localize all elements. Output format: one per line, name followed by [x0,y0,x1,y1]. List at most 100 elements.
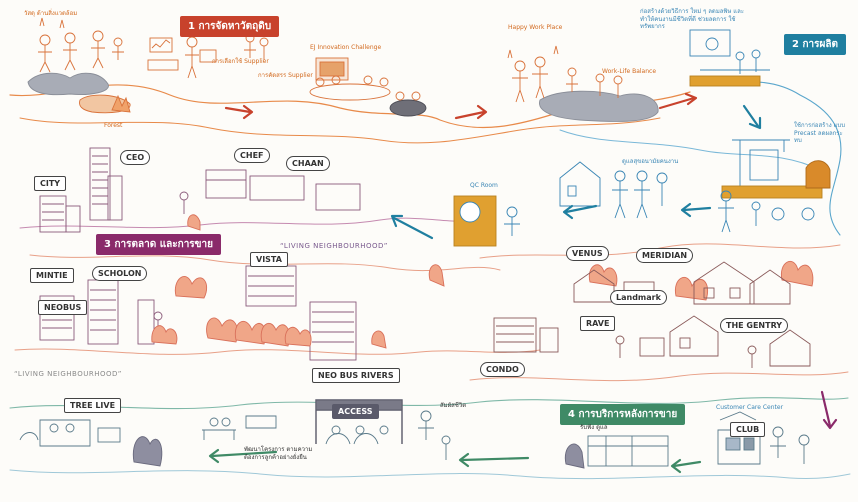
tree [780,260,814,287]
annotation-supplier: การเลือกใช้ Supplier [212,58,269,65]
flow-path-marketing [19,217,481,229]
house-sketch [669,315,719,357]
annotation-sustainable: การคัดสรร Supplier [258,72,313,79]
stage-label-production: 2 การผลิต [784,34,846,55]
sign-mintie: MINTIE [30,268,74,283]
annotation-living-neighbourhood-upper: “LIVING NEIGHBOURHOOD” [280,242,388,250]
stage-label-text: 4 การบริการหลังการขาย [568,409,678,420]
arrow-sourcing-1-head [242,104,254,120]
arrow-sourcing-1 [224,106,252,114]
annotation-happy-work-place: Happy Work Place [508,24,563,31]
sign-meridian: MERIDIAN [636,248,694,263]
ground-blob [539,90,659,122]
arrow-aftersales-left-head [670,458,682,474]
sign-venus: VENUS [566,246,609,261]
sign-ceo: CEO [120,150,151,165]
sign-city: CITY [34,176,67,191]
arrow-bottom-left-2 [210,450,278,458]
house-sketch [693,261,755,305]
tree [132,436,163,467]
arrow-to-production [658,96,696,110]
arrow-production-down-head [748,116,762,130]
annotation-sourcing-top: วัสดุ ด้านสิ่งแวดล้อม [24,10,78,17]
tree [151,325,178,345]
flow-path-production [689,79,842,236]
tower [107,175,123,221]
ground-blob [27,72,109,96]
tower [65,205,81,233]
flow-path-aftersales-2 [9,469,851,480]
tree [564,443,585,469]
stage-label-text: 3 การตลาด และการขาย [104,239,213,250]
sign-chaan: CHAAN [286,156,330,171]
tower [89,147,111,221]
sign-rave: RAVE [580,316,616,331]
tree [174,276,208,299]
sign-landmark: Landmark [610,290,667,305]
stage-label-marketing: 3 การตลาด และการขาย [96,234,221,255]
sign-scholon: SCHOLON [92,266,148,281]
sign-chef: CHEF [234,148,270,163]
sign-condo: CONDO [480,362,525,377]
tree [206,317,238,343]
annotation-bottom-left: สัมผัสชีวิต [440,402,467,409]
annotation-production: ก่อสร้างด้วยวิธีการ ใหม่ ๆ ลดมลพิษ และ ท… [640,8,745,30]
tree [371,330,387,349]
flow-path-marketing-3 [14,348,541,355]
annotation-production-side: ใช้การก่อสร้าง แบบ Precast ลดผลกระทบ [794,122,846,144]
arrow-to-aftersales [820,390,832,428]
annotation-ej-challenge: EJ Innovation Challenge [310,44,382,51]
annotation-qc: ดูแลสุขอนามัยคนงาน [622,158,679,165]
annotation-after-sales-bottom: พัฒนาโครงการ ตามความต้องการลูกค้าอย่างยั… [244,446,313,461]
arrow-bottom-left-1 [460,456,530,462]
stage2-scene [453,29,831,247]
annotation-after-sales-note: รับฟัง ดูแล [580,424,608,431]
house-sketch [559,161,601,207]
arrow-to-aftersales-head [822,418,838,430]
foundation-slab [721,185,823,199]
residential-scene [493,261,811,368]
sign-gate: ACCESS [332,404,379,419]
flow-path-aftersales [9,397,849,410]
flow-arrows [208,92,838,474]
arrow-aftersales-left [672,460,702,468]
arrow-qc-left [564,204,598,214]
crane [732,139,790,190]
stage1-scene [27,17,427,117]
stage4-scene [19,399,810,469]
house-sketch [749,269,791,305]
fire-sketch [111,94,131,113]
tree [674,276,708,301]
stage-label-text: 2 การผลิต [792,39,838,50]
stage-label-aftersales: 4 การบริการหลังการขาย [560,404,686,425]
arrow-bottom-left-1-head [458,452,470,468]
happy-work-place-scene [507,45,659,122]
annotation-qc-room: QC Room [470,182,498,189]
arrow-to-marketing-head [390,214,404,228]
tower [39,295,75,341]
arrow-to-marketing [392,216,434,240]
flow-path-mid-right-2 [469,371,849,382]
sign-the-gentry: THE GENTRY [720,318,789,333]
arrow-sourcing-2 [454,110,486,120]
arrow-production-left [682,206,712,212]
arrow-sourcing-2-head [476,104,488,120]
sign-neobus-rivers: NEO BUS RIVERS [312,368,400,383]
tree [187,214,201,231]
flow-path-production-2 [559,129,821,171]
stage-label-text: 1 การจัดหาวัตถุดิบ [188,21,272,32]
annotation-work-life-balance: Work-Life Balance [602,68,657,75]
house-sketch [769,329,811,367]
stage-label-sourcing: 1 การจัดหาวัตถุดิบ [180,16,280,37]
sign-tree-live: TREE LIVE [64,398,122,413]
arrow-production-left-head [680,202,692,218]
flow-path-sourcing-2 [19,117,661,144]
arrow-qc-left-head [562,204,574,220]
annotation-after-sales-title: Customer Care Center [716,404,784,411]
arrow-production-down [742,104,760,128]
sign-vista: VISTA [250,252,288,267]
tree [428,264,445,287]
arrow-bottom-left-2-head [208,448,220,464]
tower [309,301,357,361]
